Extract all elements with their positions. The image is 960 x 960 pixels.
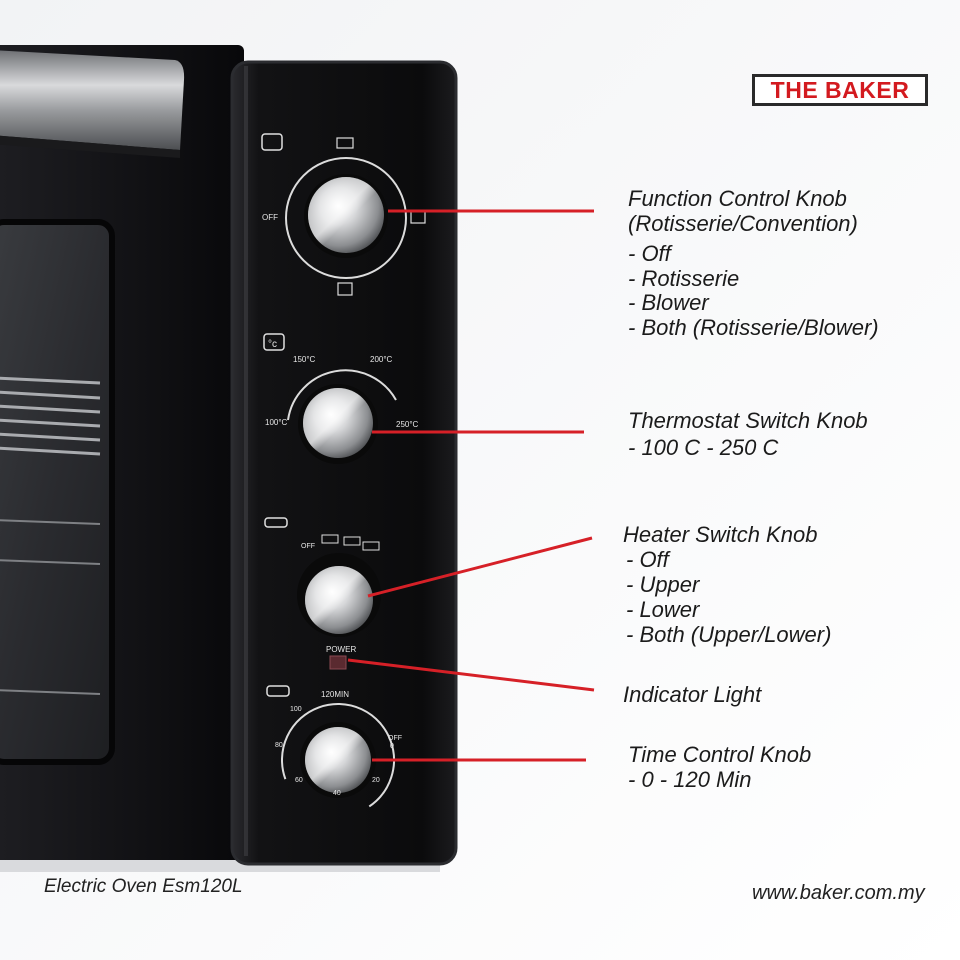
timer-icon [266,685,290,697]
power-label: POWER [326,645,356,654]
brand-logo-text: THE BAKER [770,76,910,103]
callout-indicator-title: Indicator Light [623,682,762,707]
lower-heater-icon [343,536,361,546]
function-mode-icon [261,133,283,151]
upper-heater-icon [321,534,339,544]
timer-knob-group [266,685,395,817]
heater-knob-group [264,517,381,637]
thermostat-knob-group [263,333,397,464]
both-heater-icon [362,541,380,551]
door-handle [0,50,185,150]
callout-heater-line: - Lower [626,597,700,622]
oven-rack [0,376,101,456]
model-caption: Electric Oven Esm120L [44,876,243,897]
callout-function-title: Function Control Knob [628,186,847,211]
callout-heater-line: - Both (Upper/Lower) [626,622,832,647]
timer-tick-0: 0 [390,743,394,750]
callout-thermostat-title: Thermostat Switch Knob [628,408,868,433]
leader-line-indicator [347,658,595,692]
callout-function-line: - Off [628,241,671,266]
power-indicator-light [329,655,347,670]
function-off-label: OFF [262,213,278,222]
heater-icon [264,517,288,528]
callout-timer-line: - 0 - 120 Min [628,767,752,792]
temp-tick-150: 150°C [293,355,316,364]
callout-function-line: - Both (Rotisserie/Blower) [628,315,879,340]
thermostat-icon-label: °c [268,339,277,350]
callout-function-line: - Blower [628,290,709,315]
timer-tick-80: 80 [275,742,283,749]
callout-thermostat-line: - 100 C - 250 C [628,435,779,460]
timer-tick-60: 60 [295,777,303,784]
website-caption: www.baker.com.my [752,882,925,904]
timer-tick-120: 120MIN [321,690,349,699]
function-knob-group [261,133,426,296]
leader-lines [347,209,595,762]
callout-heater-title: Heater Switch Knob [623,522,818,547]
leader-line-heater [367,536,593,598]
timer-tick-100: 100 [290,706,302,713]
timer-tick-40: 40 [333,790,341,797]
heater-off-label: OFF [301,543,315,550]
temp-tick-100: 100°C [265,418,288,427]
callout-heater-line: - Upper [626,572,700,597]
timer-dial-arc [281,703,395,817]
temp-tick-200: 200°C [370,355,393,364]
both-mode-icon [337,282,353,296]
function-dial-ring [285,157,407,279]
callout-function-line: (Rotisserie/Convention) [628,211,858,236]
thermometer-icon [263,333,285,351]
timer-tick-20: 20 [372,777,380,784]
door-window [0,219,115,765]
temp-tick-250: 250°C [396,420,419,429]
callout-timer-title: Time Control Knob [628,742,812,767]
brand-logo: THE BAKER [752,74,928,106]
timer-tick-off: OFF [388,735,402,742]
callout-heater-line: - Off [626,547,669,572]
rotisserie-icon [336,137,354,149]
callout-function-line: - Rotisserie [628,266,740,291]
thermostat-dial-arc [287,369,397,421]
